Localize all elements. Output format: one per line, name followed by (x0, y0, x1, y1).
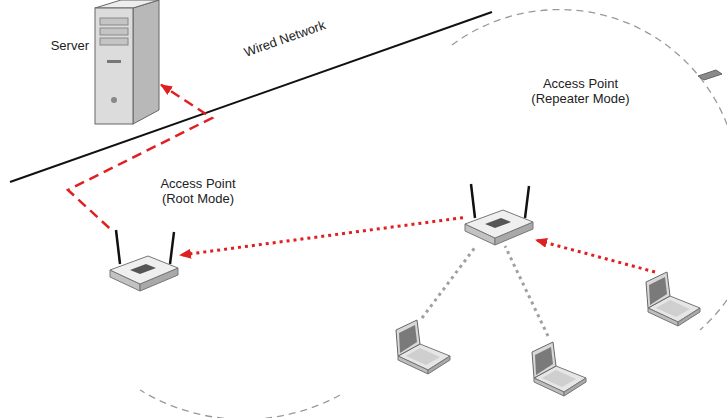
access-point-icon (108, 228, 180, 292)
access-point: Access Point (Repeater Mode) (463, 182, 533, 244)
node-label: Access Point (Repeater Mode) (518, 76, 643, 106)
distant-device (698, 70, 722, 80)
laptop-icon (396, 320, 450, 374)
laptop-icon (646, 272, 700, 326)
coverage-arc (452, 10, 727, 240)
wireless-link (505, 246, 548, 336)
coverage-arc (700, 300, 727, 330)
server-tower-icon (93, 0, 161, 125)
access-point: Access Point (Root Mode) (108, 228, 180, 292)
coverage-arc (140, 390, 340, 418)
node-label: Access Point (Root Mode) (148, 176, 248, 206)
server-tower: Server (93, 0, 161, 125)
node-label: Server (51, 38, 89, 53)
link-arrow (180, 218, 463, 256)
wireless-link-arrow (536, 240, 655, 272)
wireless-link (422, 246, 476, 318)
wired-network-line (10, 12, 492, 182)
network-label: Wired Network (242, 17, 327, 59)
access-point-icon (463, 182, 533, 244)
laptop-icon (532, 342, 586, 396)
